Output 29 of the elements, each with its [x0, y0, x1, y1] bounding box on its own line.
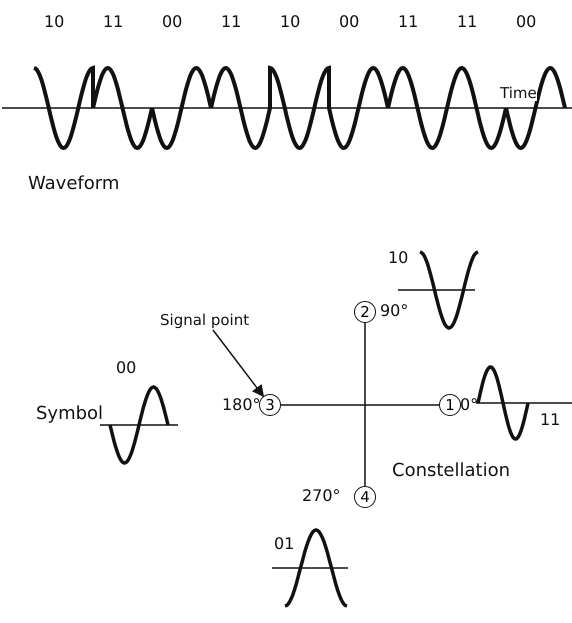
signal-point-circle: 2	[354, 301, 376, 323]
axis-line	[364, 323, 366, 486]
axis-line	[281, 404, 439, 406]
symbol-bits-label: 01	[274, 536, 294, 552]
caption-label: Constellation	[392, 462, 510, 480]
symbol-bits-label: 11	[540, 412, 560, 428]
caption-label: Symbol	[36, 405, 104, 423]
angle-label: 90°	[380, 303, 408, 319]
bit-pair-label: 10	[44, 14, 64, 30]
angle-label: 270°	[302, 488, 341, 504]
signal-point-circle: 1	[439, 394, 461, 416]
axis-label: Time	[500, 86, 537, 101]
angle-label: 180°	[222, 397, 261, 413]
bit-pair-label: 00	[339, 14, 360, 30]
symbol-bits-label: 10	[388, 250, 408, 266]
bit-pair-label: 10	[280, 14, 300, 30]
symbol-bits-label: 00	[116, 360, 136, 376]
signal-point-circle: 3	[259, 394, 281, 416]
bit-pair-label: 00	[516, 14, 536, 30]
caption-label: Waveform	[28, 175, 120, 193]
bit-pair-label: 11	[398, 14, 418, 30]
signal-point-circle: 4	[354, 486, 376, 508]
arrow	[212, 330, 264, 398]
bit-pair-label: 11	[457, 14, 478, 30]
angle-label: 0°	[460, 397, 478, 413]
bit-pair-label: 11	[221, 14, 242, 30]
signal-point-label: Signal point	[160, 313, 250, 328]
bit-pair-label: 00	[162, 14, 182, 30]
bit-pair-label: 11	[103, 14, 124, 30]
